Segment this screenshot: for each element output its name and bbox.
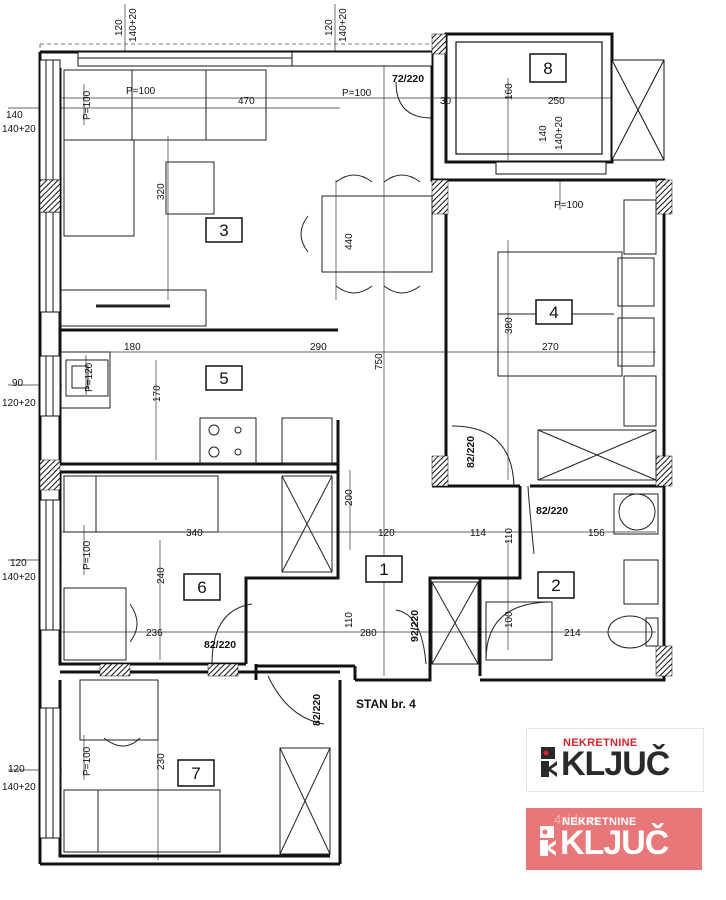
dim-236: 236 (146, 628, 163, 639)
dim-top-mid-120: 120 (324, 19, 335, 36)
outer-dashed-lines (39, 43, 446, 530)
dim-214: 214 (564, 628, 581, 639)
dim-p100-top: P=100 (342, 88, 372, 99)
dim-left-140-20-b: 140+20 (2, 572, 36, 583)
logo-subtitle: NEKRETNINE (563, 737, 638, 749)
dim-left-120-b: 120 (10, 558, 27, 569)
dim-door-82-220-b: 82/220 (536, 505, 568, 517)
watermark-text: 4zida.rs (554, 812, 600, 827)
dim-top-mid-140: 140+20 (338, 8, 349, 42)
dim-156: 156 (588, 528, 605, 539)
dim-340: 340 (186, 528, 203, 539)
washbasin (623, 559, 659, 605)
dim-320: 320 (156, 183, 167, 200)
doors (211, 81, 535, 725)
dim-250: 250 (548, 96, 565, 107)
dim-240: 240 (156, 567, 167, 584)
tv-unit (59, 289, 207, 327)
dim-114: 114 (470, 528, 486, 539)
dim-top-left-140: 140+20 (128, 8, 139, 42)
dim-110-a: 110 (504, 528, 515, 544)
dim-100: 100 (504, 611, 515, 628)
dim-30: 30 (440, 96, 452, 107)
dim-110-b: 110 (344, 612, 355, 628)
dim-door-82-220-d: 82/220 (311, 694, 323, 726)
dim-750: 750 (374, 353, 385, 370)
counter-top (59, 351, 111, 409)
wardrobe-7 (279, 747, 331, 855)
room-number-4: 4 (549, 303, 558, 322)
sofa (63, 69, 267, 141)
wardrobe (537, 429, 657, 481)
logo-name: KLJUČ (560, 824, 669, 862)
stove (199, 417, 257, 465)
dim-p100-bedroom: P=100 (554, 200, 584, 211)
dim-380: 380 (504, 317, 515, 334)
dim-p100-living: P=100 (126, 86, 156, 97)
dim-door-92-220: 92/220 (409, 610, 421, 642)
dim-top-left-120: 120 (114, 19, 125, 36)
dim-290: 290 (310, 342, 327, 353)
dim-left-140: 140 (6, 110, 23, 121)
room-number-3: 3 (219, 221, 228, 240)
dim-280: 280 (360, 628, 377, 639)
room-number-7: 7 (191, 764, 200, 783)
room-number-8: 8 (543, 59, 552, 78)
dim-180: 180 (124, 342, 141, 353)
room-number-5: 5 (219, 369, 228, 388)
dim-door-72-220: 72/220 (392, 73, 424, 85)
dim-170: 170 (152, 385, 163, 402)
logo-name: KLJUČ (561, 745, 670, 783)
logo-subtitle: NEKRETNINE (562, 816, 637, 828)
dim-door-82-220-c: 82/220 (204, 639, 236, 651)
furniture (59, 69, 659, 855)
dim-140-balcony: 140 (538, 125, 549, 142)
pillars (39, 33, 673, 677)
dim-left-140-20-c: 140+20 (2, 782, 36, 793)
dim-200: 200 (344, 489, 355, 506)
shower (485, 601, 553, 661)
fridge (281, 417, 333, 465)
dim-p100-room6: P=100 (82, 540, 93, 570)
dim-door-82-220-a: 82/220 (465, 436, 477, 468)
dim-120-hall: 120 (378, 528, 395, 539)
windows (39, 51, 665, 839)
wardrobe-6 (281, 475, 333, 573)
dim-p120: P=120 (84, 362, 95, 392)
room-number-1: 1 (379, 560, 388, 579)
hall-wardrobe (431, 581, 479, 665)
dim-left-120-20: 120+20 (2, 398, 36, 409)
bed-7 (63, 789, 221, 853)
apartment-title: STAN br. 4 (356, 697, 416, 711)
dim-left-90: 90 (12, 378, 24, 389)
coffee-table (165, 161, 215, 215)
room-labels: 3 4 5 8 1 2 6 7 (177, 53, 575, 787)
dim-440: 440 (344, 233, 355, 250)
desk-6 (63, 587, 127, 661)
single-bed (63, 475, 219, 533)
dim-230: 230 (156, 753, 167, 770)
agency-logo: NEKRETNINE KLJUČ (526, 728, 704, 792)
room-number-6: 6 (197, 578, 206, 597)
desk-7 (79, 679, 159, 741)
dim-left-120-c: 120 (8, 764, 25, 775)
key-icon (540, 826, 556, 856)
sink (65, 359, 109, 397)
dim-270: 270 (542, 342, 559, 353)
dim-p100-room7: P=100 (82, 746, 93, 776)
agency-logo-watermarked: 4zida.rs NEKRETNINE KLJUČ (526, 808, 702, 870)
dim-left-140-20: 140+20 (2, 124, 36, 135)
dim-160: 160 (504, 83, 515, 100)
dining-table (321, 195, 433, 273)
key-icon (541, 747, 557, 777)
dim-140-20-balcony: 140+20 (554, 116, 565, 150)
dim-470: 470 (238, 96, 255, 107)
room-number-2: 2 (551, 576, 560, 595)
dim-p100-left: P=100 (82, 90, 93, 120)
dimension-texts: 120 140+20 120 140+20 P=100 470 P=100 72… (2, 8, 605, 793)
